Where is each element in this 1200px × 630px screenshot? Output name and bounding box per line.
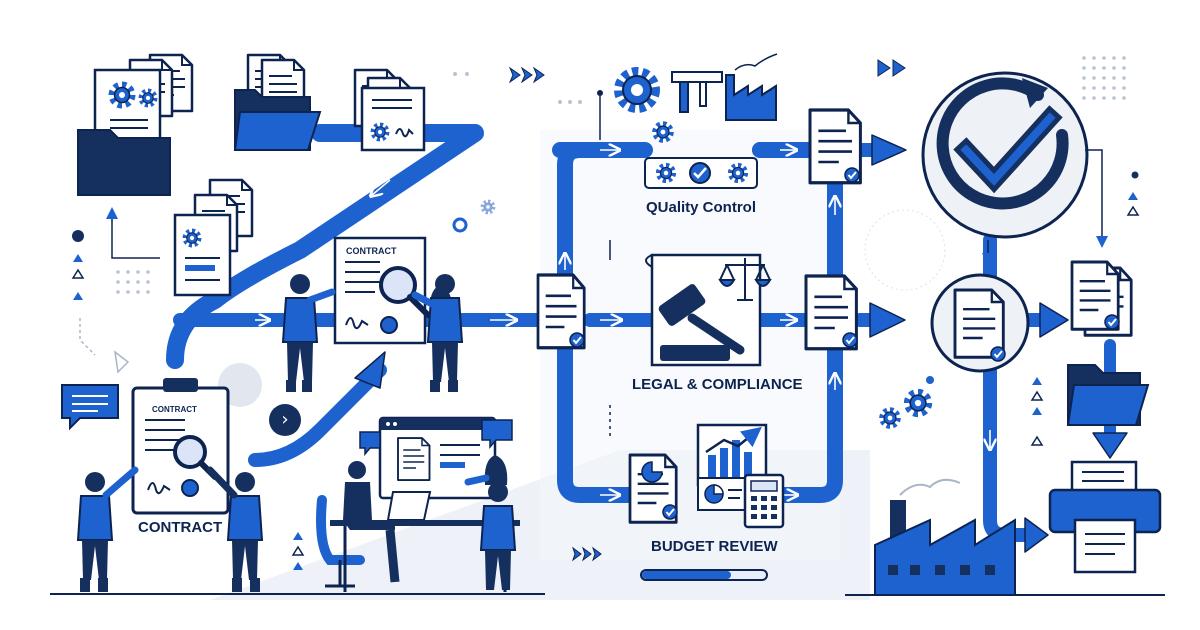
contract-document bbox=[333, 236, 431, 345]
speech-bubble-icon bbox=[359, 419, 513, 457]
label-contract-document: CONTRACT bbox=[346, 246, 397, 256]
document-legal-out bbox=[804, 274, 859, 351]
speech-bubble-icon bbox=[61, 384, 119, 431]
gavel-icon bbox=[658, 284, 745, 361]
label-legal-compliance: LEGAL & COMPLIANCE bbox=[632, 376, 803, 393]
quality-control-panel bbox=[644, 157, 758, 189]
flow-path-top bbox=[166, 124, 484, 369]
person-standing-desk bbox=[464, 455, 516, 591]
gear-pair bbox=[882, 393, 929, 427]
dot-grid bbox=[116, 56, 1126, 294]
legal-compliance-icons bbox=[609, 240, 772, 367]
scales-icon bbox=[718, 258, 772, 301]
signature-icon bbox=[395, 128, 414, 138]
person-presenter-left bbox=[77, 466, 139, 592]
gear-icon bbox=[614, 67, 660, 113]
folder-icon bbox=[1066, 364, 1150, 426]
next-arrow-button[interactable]: › bbox=[269, 404, 301, 436]
budget-progress-bar bbox=[640, 569, 768, 581]
document-qc-out bbox=[808, 108, 863, 185]
refresh-check-icon bbox=[921, 71, 1089, 239]
signature-icon bbox=[345, 317, 369, 330]
person-analyst-top bbox=[411, 273, 463, 392]
factory-icon bbox=[725, 53, 778, 121]
person-presenter-top bbox=[282, 273, 336, 392]
document-stack-left bbox=[173, 178, 254, 297]
document-stack-signature bbox=[353, 68, 426, 152]
signature-icon bbox=[147, 482, 171, 495]
calculator-icon bbox=[743, 473, 785, 529]
folder-icon bbox=[77, 129, 171, 196]
magnifier-icon bbox=[379, 266, 431, 318]
browser-window bbox=[378, 416, 497, 500]
document-circle-mid bbox=[930, 273, 1030, 373]
folder-open-top bbox=[233, 53, 322, 151]
budget-review-icons bbox=[609, 405, 785, 529]
quality-control-icons bbox=[597, 53, 778, 140]
factory-icon bbox=[874, 478, 1016, 596]
budget-progress-fill bbox=[642, 571, 732, 579]
path-arrows bbox=[255, 150, 990, 495]
flow-path-lower bbox=[248, 363, 387, 467]
folder-stack-top-left bbox=[77, 53, 194, 196]
arrowheads bbox=[354, 134, 1128, 553]
flow-loop-right bbox=[752, 142, 843, 503]
person-analyst-left bbox=[206, 466, 263, 592]
laptop-icon bbox=[330, 491, 520, 592]
fast-forward-icon bbox=[508, 59, 906, 562]
contract-clipboard bbox=[131, 378, 230, 515]
caliper-icon bbox=[671, 71, 723, 113]
label-quality-control: QUality Control bbox=[646, 199, 757, 216]
arrow-connector-left bbox=[106, 207, 160, 259]
label-contract-clipboard: CONTRACT bbox=[152, 405, 197, 414]
pie-chart-icon bbox=[697, 477, 747, 511]
gear-icon bbox=[112, 85, 132, 105]
label-contract: CONTRACT bbox=[138, 519, 223, 536]
document-stack-right bbox=[1070, 260, 1133, 337]
printer-icon bbox=[1048, 460, 1162, 574]
document-legal-in bbox=[536, 273, 586, 350]
label-budget-review: BUDGET REVIEW bbox=[651, 538, 778, 555]
